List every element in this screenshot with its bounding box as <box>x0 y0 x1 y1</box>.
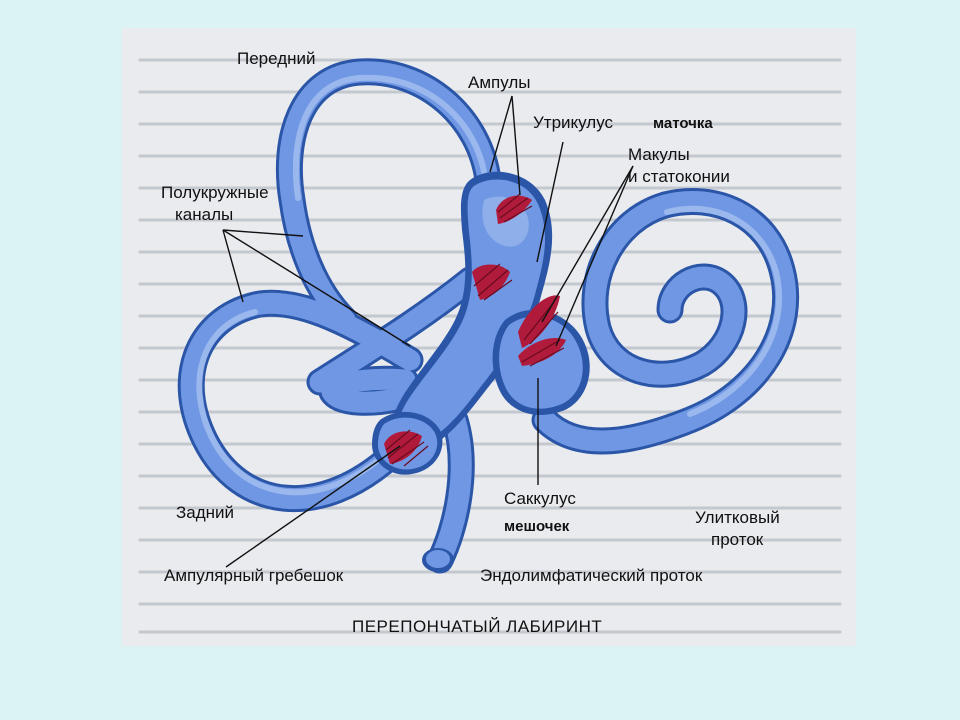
label-utricle-ru: маточка <box>653 115 713 132</box>
label-posterior: Задний <box>176 503 234 522</box>
label-saccule-ru: мешочек <box>504 518 570 535</box>
label-ampullary-crest: Ампулярный гребешок <box>164 566 344 585</box>
ampullary-crest-lateral <box>472 263 513 301</box>
diagram-title: ПЕРЕПОНЧАТЫЙ ЛАБИРИНТ <box>352 617 602 636</box>
ampullary-crest-anterior <box>496 193 533 224</box>
leader-lines <box>222 95 634 568</box>
label-cochlear-duct-line2: проток <box>711 530 764 549</box>
label-utricle: Утрикулус <box>533 113 614 132</box>
label-semicircular-line1: Полукружные <box>161 183 269 202</box>
label-semicircular-line2: каналы <box>175 205 233 224</box>
label-endolymphatic-duct: Эндолимфатический проток <box>480 566 703 585</box>
label-maculae-line1: Макулы <box>628 145 690 164</box>
label-saccule: Саккулус <box>504 489 576 508</box>
labels: Передний Ампулы Утрикулус маточка Макулы… <box>161 49 780 636</box>
labyrinth-tubes <box>177 58 800 574</box>
macula-saccule <box>518 337 566 367</box>
label-anterior: Передний <box>237 49 316 68</box>
label-cochlear-duct-line1: Улитковый <box>695 508 780 527</box>
label-ampullae: Ампулы <box>468 73 531 92</box>
label-maculae-line2: и статоконии <box>628 167 730 186</box>
ampullary-crest-posterior <box>384 429 429 467</box>
